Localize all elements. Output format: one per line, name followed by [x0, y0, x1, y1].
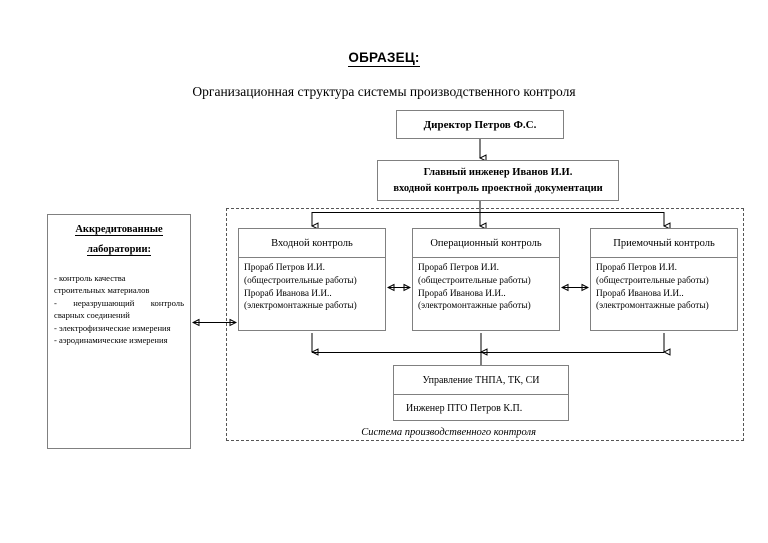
column-body-line: Прораб Иванова И.И.. — [596, 288, 684, 299]
control-column-incoming[interactable]: Входной контроль Прораб Петров И.И. (общ… — [238, 228, 386, 331]
control-column-operational[interactable]: Операционный контроль Прораб Петров И.И.… — [412, 228, 560, 331]
system-boundary-caption: Система производственного контроля — [361, 427, 536, 438]
chief-engineer-box[interactable]: Главный инженер Иванов И.И. входной конт… — [377, 160, 619, 201]
column-body-line: (общестроительные работы) — [596, 275, 709, 286]
laboratories-list: - контроль качества строительных материа… — [48, 260, 190, 347]
management-row-title: Управление ТНПА, ТК, СИ — [422, 374, 540, 386]
column-body-line: Прораб Петров И.И. — [596, 263, 677, 273]
director-label: Директор Петров Ф.С. — [423, 118, 537, 131]
laboratories-title-line2: лаборатории: — [86, 243, 152, 256]
accredited-laboratories-box[interactable]: Аккредитованные лаборатории: - контроль … — [47, 214, 191, 449]
column-body-line: Прораб Иванова И.И.. — [244, 288, 332, 299]
page-title: ОБРАЗЕЦ: — [0, 50, 768, 67]
column-body-line: (общестроительные работы) — [418, 275, 531, 286]
column-heading: Операционный контроль — [413, 229, 559, 258]
list-item: - электрофизические измерения — [54, 322, 171, 333]
column-body-line: Прораб Петров И.И. — [244, 263, 325, 273]
chief-engineer-name: Главный инженер Иванов И.И. — [423, 167, 573, 179]
page-subtitle: Организационная структура системы произв… — [192, 84, 576, 99]
column-body-line: (электромонтажные работы) — [596, 301, 709, 312]
column-body: Прораб Петров И.И. (общестроительные раб… — [413, 258, 559, 313]
column-heading: Приемочный контроль — [591, 229, 737, 258]
list-item: - аэродинамические измерения — [54, 335, 168, 346]
control-column-acceptance[interactable]: Приемочный контроль Прораб Петров И.И. (… — [590, 228, 738, 331]
list-item: - контроль качества — [54, 272, 126, 283]
column-body-line: (электромонтажные работы) — [418, 301, 531, 312]
page-title-text: ОБРАЗЕЦ: — [348, 50, 420, 67]
director-box[interactable]: Директор Петров Ф.С. — [396, 110, 564, 139]
column-heading: Входной контроль — [239, 229, 385, 258]
column-body-line: (электромонтажные работы) — [244, 301, 357, 312]
column-body-line: Прораб Иванова И.И.. — [418, 288, 506, 299]
management-row-engineer: Инженер ПТО Петров К.П. — [394, 394, 568, 422]
column-body-line: (общестроительные работы) — [244, 275, 357, 286]
column-body-line: Прораб Петров И.И. — [418, 263, 499, 273]
list-item: строительных материалов — [54, 285, 150, 296]
list-item: - неразрушающий контроль — [54, 297, 184, 308]
management-box[interactable]: Управление ТНПА, ТК, СИ Инженер ПТО Петр… — [393, 365, 569, 421]
column-body: Прораб Петров И.И. (общестроительные раб… — [591, 258, 737, 313]
laboratories-title: Аккредитованные лаборатории: — [48, 215, 190, 260]
list-item: сварных соединений — [54, 310, 130, 321]
chief-engineer-duty: входной контроль проектной документации — [393, 182, 603, 194]
laboratories-title-line1: Аккредитованные — [75, 224, 163, 236]
column-body: Прораб Петров И.И. (общестроительные раб… — [239, 258, 385, 313]
